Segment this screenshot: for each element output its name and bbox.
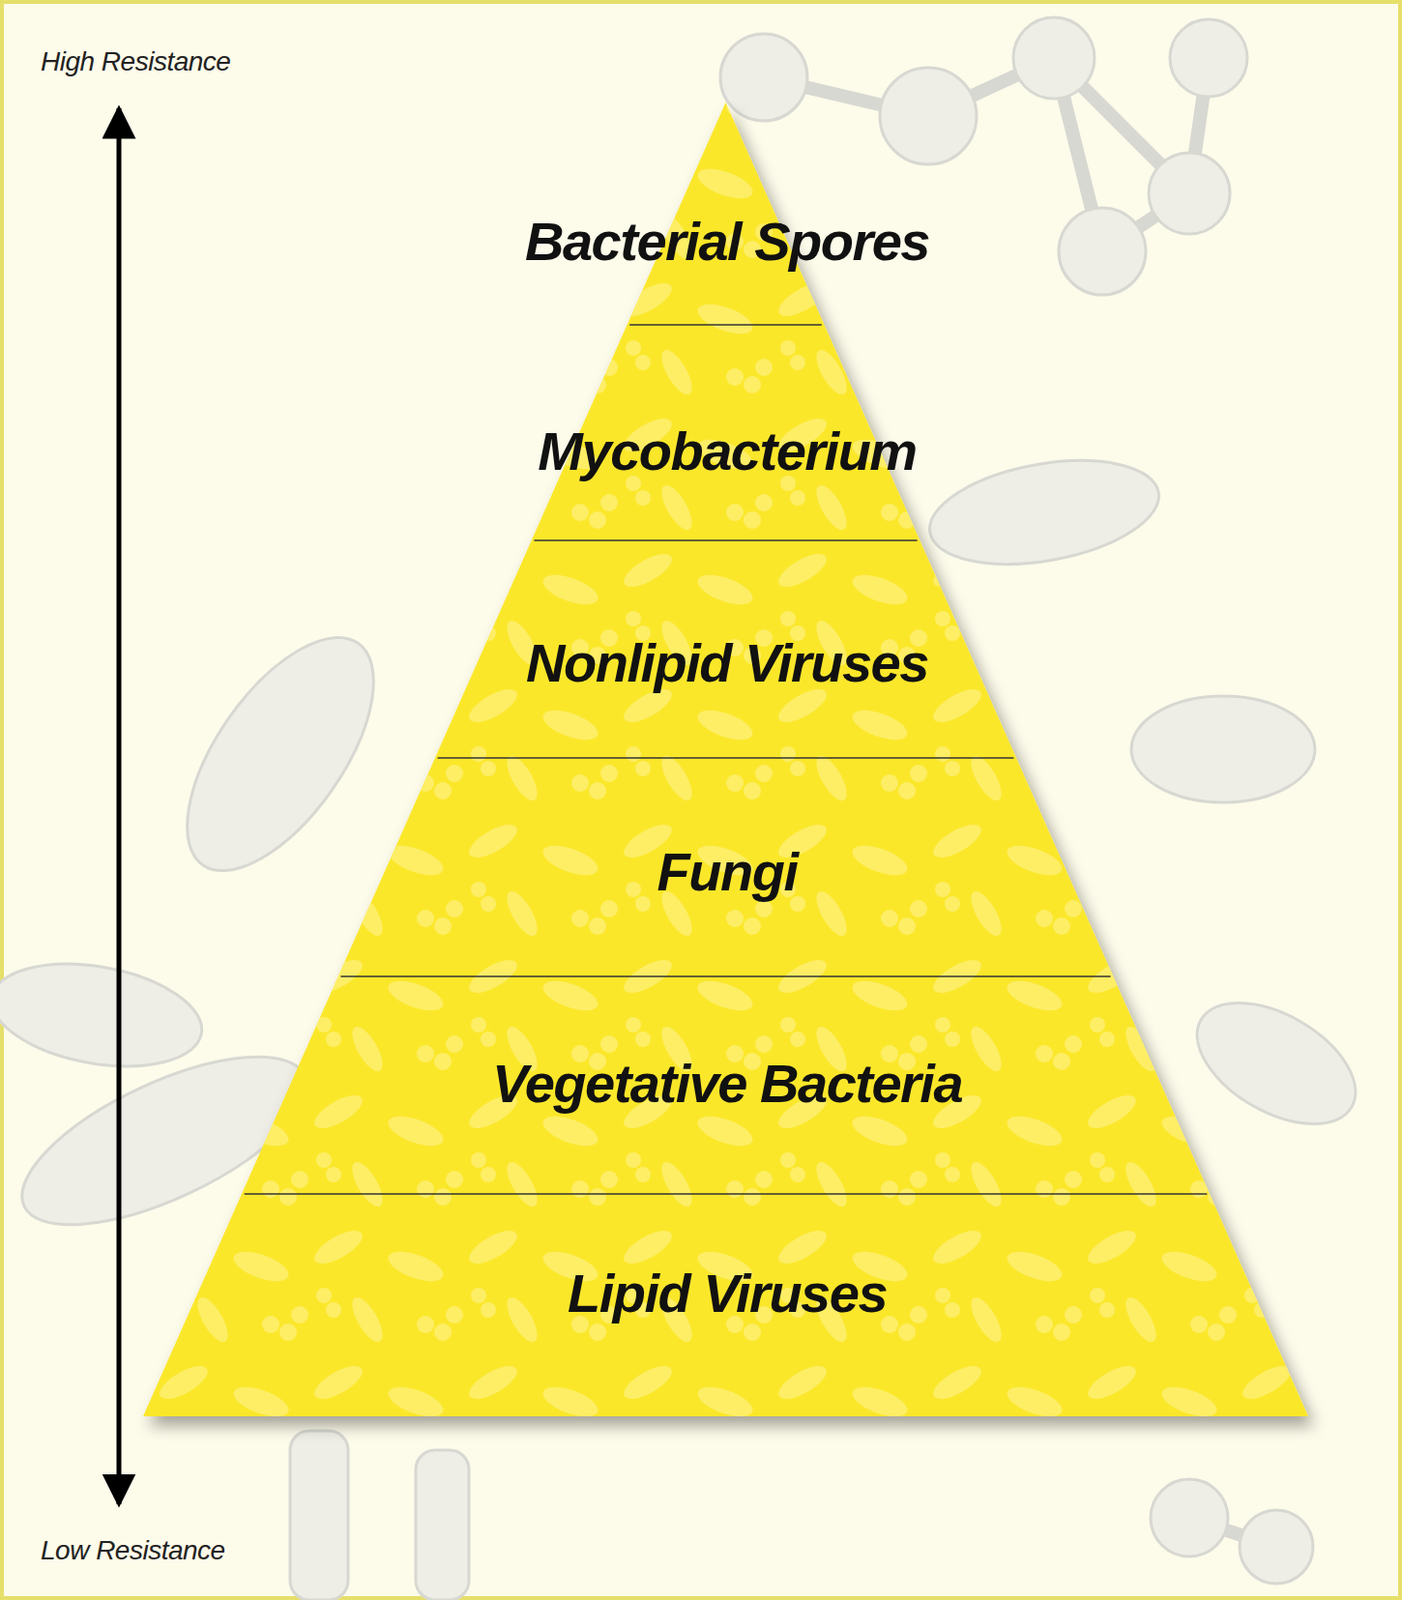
pyramid-band: Mycobacterium (529, 417, 924, 486)
pyramid-band: Fungi (649, 838, 806, 906)
band-label: Bacterial Spores (525, 211, 930, 272)
pyramid-band: Nonlipid Viruses (518, 629, 936, 698)
band-label: Mycobacterium (537, 421, 916, 482)
pyramid-band: Bacterial Spores (517, 207, 937, 276)
resistance-arrow (116, 108, 122, 1505)
axis-label: Low Resistance (40, 1535, 226, 1567)
band-label: Nonlipid Viruses (525, 633, 929, 694)
band-label: Fungi (657, 842, 798, 903)
pyramid-band: Lipid Viruses (559, 1259, 895, 1328)
pyramid-band: Vegetative Bacteria (484, 1050, 970, 1118)
band-label: Vegetative Bacteria (492, 1053, 963, 1114)
band-divider (244, 324, 1208, 1195)
background-decor (0, 17, 1376, 1600)
axis-label: High Resistance (40, 46, 231, 78)
band-label: Lipid Viruses (567, 1263, 887, 1324)
